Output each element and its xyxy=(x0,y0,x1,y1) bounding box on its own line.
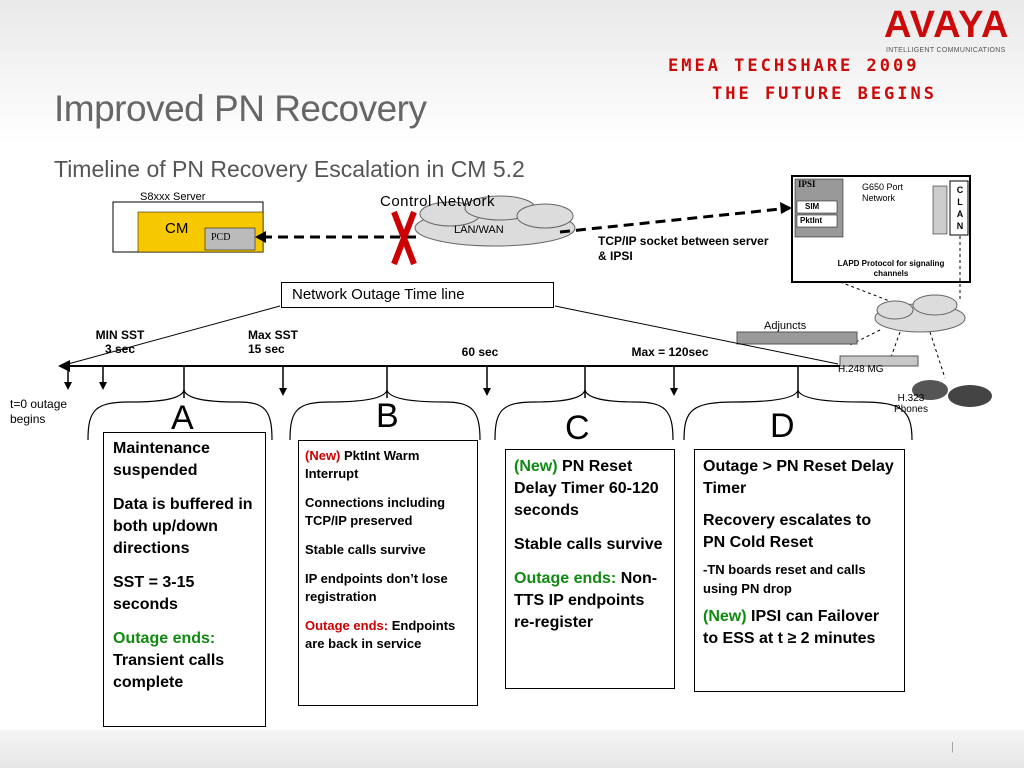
phase-b-line4: IP endpoints don’t lose registration xyxy=(305,571,448,604)
phase-d-letter: D xyxy=(770,407,795,445)
phase-a-line4: Transient calls complete xyxy=(113,652,225,691)
max-120-label: Max = 120sec xyxy=(631,345,709,359)
clan-card xyxy=(949,180,969,236)
cm-label: CM xyxy=(165,220,189,237)
phase-b-letter: B xyxy=(376,397,399,435)
adjuncts-label: Adjuncts xyxy=(764,320,807,332)
phase-b-outage-ends: Outage ends: xyxy=(305,618,389,633)
phase-d-line4: IPSI can Failover to ESS at t ≥ 2 minute… xyxy=(703,608,880,647)
tcp-note: TCP/IP socket between server & IPSI xyxy=(598,234,769,263)
start-label: t=0 outage begins xyxy=(10,397,68,426)
h248-label: H.248 MG xyxy=(838,364,884,375)
phase-c-line2: Stable calls survive xyxy=(514,536,663,553)
phase-b-line5: Endpoints are back in service xyxy=(305,618,456,651)
pcd-block xyxy=(204,227,256,251)
lanwan-cloud xyxy=(414,195,576,247)
sim-label: SIM xyxy=(805,202,820,211)
network-to-ipsi-link xyxy=(559,206,791,234)
outage-timeline-label: Network Outage Time line xyxy=(292,286,465,303)
phase-c-outage-ends: Outage ends: xyxy=(514,570,617,587)
brace-d xyxy=(683,389,913,441)
phase-b-line2: Connections including TCP/IP preserved xyxy=(305,495,446,528)
server-label: S8xxx Server xyxy=(140,191,206,203)
phase-c-letter: C xyxy=(565,409,590,447)
clan-label: C L A N xyxy=(956,185,964,231)
phase-b-line3: Stable calls survive xyxy=(305,542,426,557)
event-slogan: THE FUTURE BEGINS xyxy=(712,84,937,104)
phase-d-line1: Outage > PN Reset Delay Timer xyxy=(703,458,894,497)
break-x-line2 xyxy=(391,210,417,266)
max-sst-label: Max SST 15 sec xyxy=(248,328,299,356)
clan-board xyxy=(932,185,948,235)
pktint-board xyxy=(796,214,838,228)
outage-timeline-box: Network Outage Time line xyxy=(281,282,554,308)
network-break-mark: X xyxy=(389,210,419,266)
control-network-label: Control Network xyxy=(380,193,496,210)
phase-d-line3: -TN boards reset and calls using PN drop xyxy=(703,562,866,596)
event-title: EMEA TECHSHARE 2009 xyxy=(668,56,920,76)
lapd-label: LAPD Protocol for signaling channels xyxy=(837,259,945,278)
phase-b-new: (New) xyxy=(305,448,341,463)
phase-d-line2: Recovery escalates to PN Cold Reset xyxy=(703,512,872,551)
sim-board xyxy=(796,200,838,214)
page-subtitle: Timeline of PN Recovery Escalation in CM… xyxy=(54,156,525,182)
phase-c-line3: Non-TTS IP endpoints re-register xyxy=(514,570,658,631)
footer-band xyxy=(0,730,1024,768)
lanwan-label: LAN/WAN xyxy=(454,224,504,236)
arrow-to-pcd xyxy=(255,231,266,243)
phase-b-line1: PktInt Warm Interrupt xyxy=(305,448,420,481)
phase-a-line3: SST = 3-15 seconds xyxy=(113,574,195,613)
phase-c-line1: PN Reset Delay Timer 60-120 seconds xyxy=(514,458,659,519)
pktint-label: PktInt xyxy=(800,216,823,225)
phase-c-box: (New) PN Reset Delay Timer 60-120 second… xyxy=(505,449,675,689)
brace-b xyxy=(289,389,481,441)
phase-b-box: (New) PktInt Warm Interrupt Connections … xyxy=(298,440,478,706)
page-title: Improved PN Recovery xyxy=(54,88,427,129)
brace-a xyxy=(87,389,273,441)
phase-c-new: (New) xyxy=(514,458,558,475)
avaya-logo: AVAYA xyxy=(884,4,1010,46)
phase-a-box: Maintenance suspended Data is buffered i… xyxy=(103,432,266,727)
ipsi-label: IPSI xyxy=(798,179,816,189)
min-sst-label: MIN SST 3 sec xyxy=(95,328,145,356)
timeline-arrow xyxy=(58,360,70,372)
phase-a-outage-ends: Outage ends: xyxy=(113,630,216,647)
arrow-to-ipsi xyxy=(780,202,792,214)
adjuncts-device xyxy=(736,331,858,345)
phase-d-box: Outage > PN Reset Delay Timer Recovery e… xyxy=(694,449,905,692)
logo-tagline: INTELLIGENT COMMUNICATIONS xyxy=(886,47,1006,54)
phase-a-line2: Data is buffered in both up/down directi… xyxy=(113,496,253,557)
h248-device xyxy=(839,355,919,367)
phase-a-line1: Maintenance suspended xyxy=(113,440,210,479)
sixty-sec-label: 60 sec xyxy=(461,345,499,359)
g650-label: G650 Port Network xyxy=(862,182,904,203)
footer-separator: | xyxy=(951,741,954,753)
pcd-label: PCD xyxy=(211,232,231,243)
brace-c xyxy=(494,389,674,441)
header-band xyxy=(0,0,1024,142)
h323-phone xyxy=(912,380,948,400)
phase-a-letter: A xyxy=(171,399,194,437)
ip-cloud xyxy=(874,294,966,333)
phase-d-new: (New) xyxy=(703,608,747,625)
h323-label: H.323 Phones xyxy=(894,393,928,415)
